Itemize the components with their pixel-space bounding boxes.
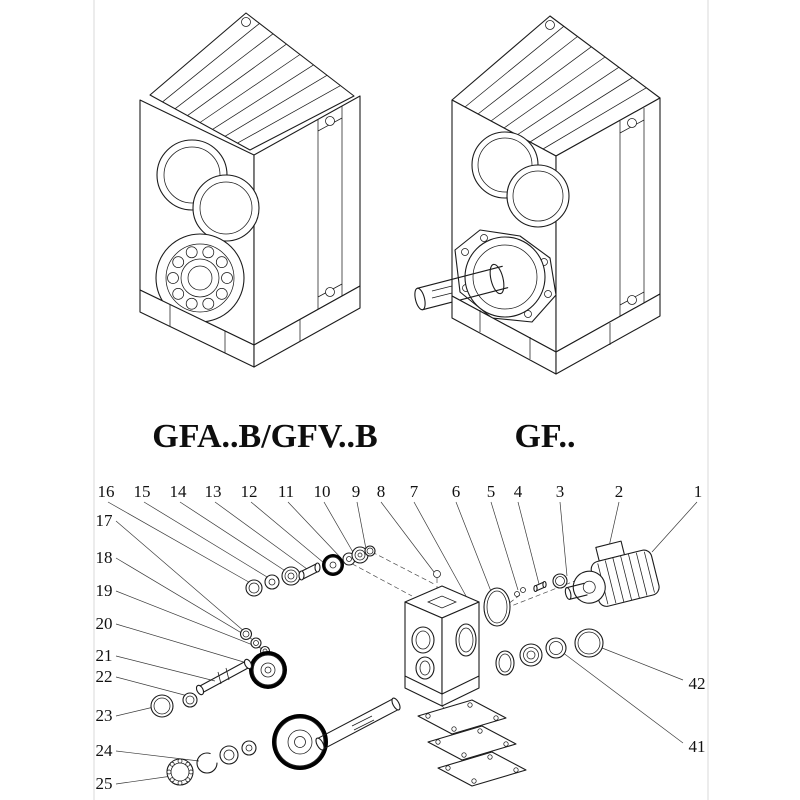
part-number-label: 15 [134, 482, 151, 501]
cooling-fins [162, 23, 341, 144]
part-number-label: 5 [487, 482, 496, 501]
side-frame-band [619, 108, 645, 317]
lifting-eye-hole [545, 20, 555, 30]
washer [239, 627, 253, 641]
output-side-rings [495, 628, 604, 676]
bearing [351, 546, 369, 564]
washer [250, 637, 262, 649]
model-label-gfab: GFA..B/GFV..B [152, 418, 377, 455]
gearbox-drawing-gf [414, 15, 661, 375]
pinion-shaft [195, 658, 253, 696]
part-number-label: 21 [96, 646, 113, 665]
bolt [433, 570, 441, 578]
output-shaft-parts [166, 697, 401, 786]
part-number-label: 18 [96, 548, 113, 567]
motor-unit [564, 540, 660, 607]
part-number-label: 10 [314, 482, 331, 501]
motor-side-parts [483, 573, 568, 627]
seal-ring [495, 650, 515, 676]
part-numbers-left: 17 18 19 20 21 22 23 24 25 [96, 511, 114, 793]
part-number-label: 8 [377, 482, 386, 501]
snap-ring [364, 545, 376, 557]
output-flange [454, 229, 557, 323]
cooling-fins [464, 26, 647, 150]
lifting-eye-hole [241, 17, 251, 27]
washer [241, 740, 257, 756]
bearing-bosses [156, 139, 260, 242]
retaining-ring [245, 579, 263, 597]
mounting-feet [451, 293, 661, 375]
input-shaft-parts [245, 545, 441, 597]
output-gear [272, 714, 328, 770]
part-number-label: 41 [689, 737, 706, 756]
gasket-ring [483, 587, 511, 627]
part-number-label: 2 [615, 482, 624, 501]
part-number-label: 4 [514, 482, 523, 501]
oil-seal [150, 694, 174, 718]
model-label-gf: GF.. [514, 418, 575, 455]
bearing [519, 643, 543, 667]
ring [219, 745, 239, 765]
seal-ring [182, 692, 198, 708]
dowel-pin [533, 580, 547, 593]
oil-seal [545, 637, 567, 659]
output-shaft [414, 263, 509, 311]
output-shaft [315, 697, 401, 751]
gasket-plates [417, 699, 527, 787]
part-numbers-right: 42 41 [689, 674, 706, 756]
part-number-label: 25 [96, 774, 113, 793]
part-number-label: 11 [278, 482, 294, 501]
part-number-label: 13 [205, 482, 222, 501]
bearing [281, 566, 301, 586]
washer [264, 574, 280, 590]
part-number-label: 1 [694, 482, 703, 501]
part-number-label: 3 [556, 482, 565, 501]
bolts [514, 587, 526, 597]
part-number-label: 12 [241, 482, 258, 501]
intermediate-gear-parts [150, 627, 287, 718]
part-number-label: 6 [452, 482, 461, 501]
gearbox-drawing-gfab [139, 12, 361, 368]
part-number-label: 9 [352, 482, 361, 501]
part-number-label: 7 [410, 482, 419, 501]
mounting-feet [139, 285, 361, 368]
page-edges [93, 0, 709, 800]
part-number-label: 20 [96, 614, 113, 633]
gear [322, 554, 344, 576]
leader-lines [107, 501, 698, 785]
cover-ring [574, 628, 604, 658]
part-number-label: 22 [96, 667, 113, 686]
exploded-view: 16 15 14 13 12 11 10 9 8 7 6 5 4 3 2 1 1… [96, 482, 706, 793]
seal-ring [552, 573, 568, 589]
part-number-label: 24 [96, 741, 114, 760]
part-number-label: 42 [689, 674, 706, 693]
side-frame-band [317, 106, 343, 309]
pinion-shaft [298, 562, 321, 581]
gear [249, 651, 287, 689]
gear-housing [404, 585, 480, 707]
part-number-label: 19 [96, 581, 113, 600]
part-number-label: 17 [96, 511, 114, 530]
part-number-label: 16 [98, 482, 115, 501]
part-number-label: 23 [96, 706, 113, 725]
bearing-bosses [471, 131, 570, 228]
circlip [196, 752, 218, 774]
part-number-label: 14 [170, 482, 188, 501]
bearing [166, 758, 194, 786]
part-numbers-top: 16 15 14 13 12 11 10 9 8 7 6 5 4 3 2 1 [98, 482, 703, 501]
